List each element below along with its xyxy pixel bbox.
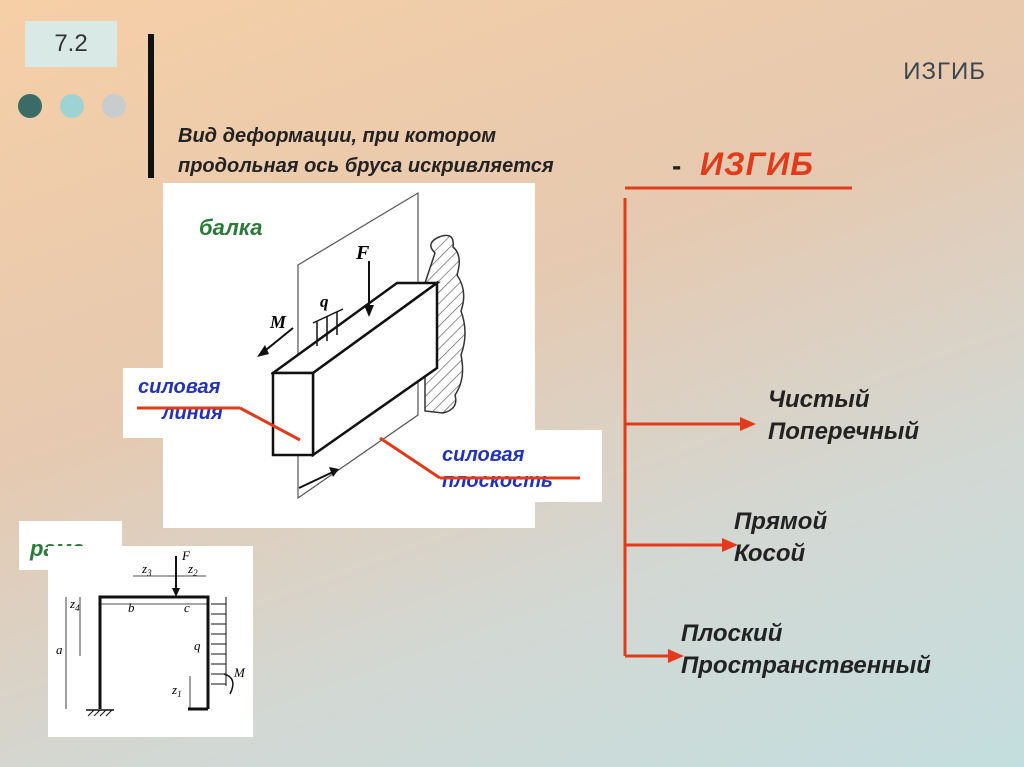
definition-line-1: Вид деформации, при котором bbox=[178, 125, 497, 147]
arrow-1-icon bbox=[740, 417, 756, 431]
dimension-lines bbox=[65, 575, 208, 709]
force-plane-label-1: силовая bbox=[442, 444, 525, 466]
category-2-line-1: Прямой bbox=[734, 508, 828, 535]
force-plane-label: силовая плоскость bbox=[442, 442, 553, 494]
category-bending-direction: Прямой Косой bbox=[734, 506, 827, 570]
frame-label-z3-sub: 3 bbox=[146, 568, 152, 578]
frame-drawing: F z3 z2 z4 b c a q z1 M bbox=[56, 548, 246, 717]
frame-label-z1: z1 bbox=[171, 682, 182, 699]
frame-label-z2: z2 bbox=[187, 561, 198, 578]
definition-text: Вид деформации, при котором продольная о… bbox=[178, 121, 554, 181]
definition-line-2: продольная ось бруса искривляется bbox=[178, 155, 554, 177]
frame-label-z1-sub: 1 bbox=[177, 689, 182, 699]
arrow-3-icon bbox=[668, 649, 684, 663]
category-2-line-2: Косой bbox=[734, 540, 806, 567]
frame-label-z4: z4 bbox=[69, 596, 80, 613]
slide-title: ИЗГИБ bbox=[903, 58, 986, 85]
force-plane-label-box bbox=[425, 430, 602, 502]
label-q: q bbox=[320, 292, 329, 311]
frame-moment-M bbox=[223, 673, 234, 695]
dot-3-icon bbox=[102, 94, 126, 118]
frame-structure bbox=[98, 595, 210, 709]
ground-hatch bbox=[87, 709, 113, 717]
term-bending: ИЗГИБ bbox=[700, 146, 814, 182]
force-plane-pointer bbox=[379, 436, 441, 480]
slide-number: 7.2 bbox=[25, 21, 117, 67]
category-1-line-1: Чистый bbox=[768, 386, 870, 413]
frame-label-b: b bbox=[128, 600, 135, 615]
q-load-arrows bbox=[211, 597, 227, 686]
force-line-pointer bbox=[239, 406, 301, 442]
label-F: F bbox=[355, 242, 370, 264]
label-M: M bbox=[269, 312, 287, 332]
beam-drawing: F q M bbox=[257, 191, 466, 500]
frame-label-q: q bbox=[194, 638, 201, 653]
category-1-line-2: Поперечный bbox=[768, 418, 919, 445]
frame-label-a: a bbox=[56, 642, 63, 657]
frame-label-M: M bbox=[233, 665, 246, 680]
force-line-label-box bbox=[123, 368, 271, 438]
category-3-line-2: Пространственный bbox=[681, 652, 931, 679]
q-line bbox=[312, 308, 344, 324]
force-plane-label-2: плоскость bbox=[442, 470, 553, 492]
beam-figure: F q M bbox=[163, 183, 535, 528]
frame-label-z4-sub: 4 bbox=[75, 603, 80, 613]
bottom-arrow-head bbox=[329, 467, 339, 477]
force-line-label-1: силовая bbox=[138, 376, 221, 398]
beam-front bbox=[271, 371, 315, 457]
frame-label-z3-main: z bbox=[141, 561, 147, 576]
arrow-2-icon bbox=[722, 538, 738, 552]
frame-label-z2-sub: 2 bbox=[193, 568, 198, 578]
category-bending-load: Чистый Поперечный bbox=[768, 384, 919, 448]
frame-label-z2-main: z bbox=[187, 561, 193, 576]
frame-label-c: c bbox=[184, 600, 190, 615]
frame-label-z1-main: z bbox=[171, 682, 177, 697]
force-F-head bbox=[364, 305, 374, 317]
moment-M-head bbox=[257, 345, 269, 357]
dot-1-icon bbox=[18, 94, 42, 118]
vertical-divider bbox=[148, 34, 154, 178]
frame-label-z3: z3 bbox=[141, 561, 152, 578]
frame-label-z4-main: z bbox=[69, 596, 75, 611]
frame-label-F: F bbox=[181, 548, 191, 563]
category-bending-plane: Плоский Пространственный bbox=[681, 618, 931, 682]
frame-force-F-head bbox=[172, 588, 180, 597]
dot-2-icon bbox=[60, 94, 84, 118]
category-3-line-1: Плоский bbox=[681, 620, 783, 647]
definition-dash: - bbox=[672, 150, 682, 181]
beam-title: балка bbox=[199, 215, 263, 240]
bottom-arrow bbox=[298, 470, 336, 489]
frame-figure: F z3 z2 z4 b c a q z1 M bbox=[48, 546, 253, 737]
